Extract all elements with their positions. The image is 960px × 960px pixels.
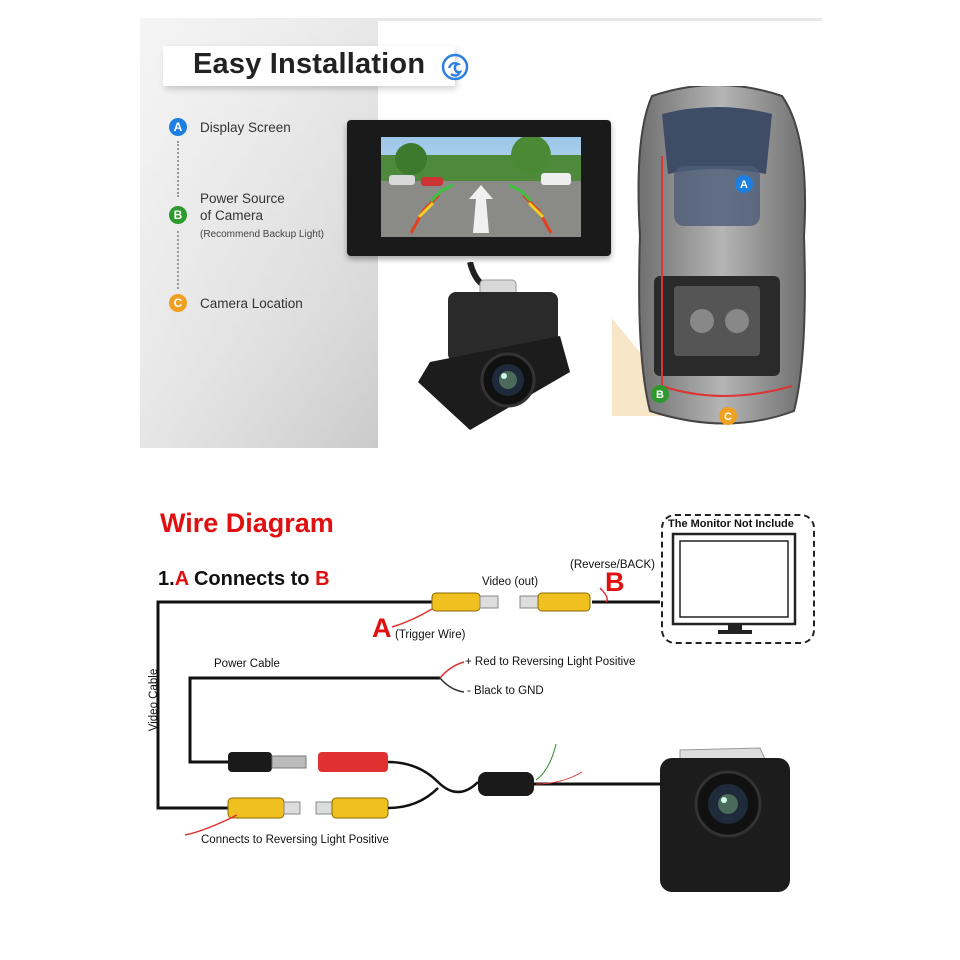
step-b-label-line2: of Camera bbox=[200, 208, 264, 223]
car-marker-a: A bbox=[740, 179, 748, 191]
backup-camera-photo bbox=[418, 262, 570, 430]
car-top-view: A B C bbox=[612, 86, 807, 425]
car-marker-c: C bbox=[724, 411, 732, 423]
monitor-screen-image bbox=[381, 137, 581, 237]
power-cable-label: Power Cable bbox=[214, 658, 280, 670]
connection-a: A bbox=[174, 568, 189, 590]
step-b-note: (Recommend Backup Light) bbox=[200, 229, 324, 240]
black-gnd-label: - Black to GND bbox=[467, 685, 544, 697]
label-a: A bbox=[372, 613, 392, 643]
step-connector-bc bbox=[177, 231, 181, 289]
step-a-label: Display Screen bbox=[200, 120, 291, 135]
step-a-badge: A bbox=[169, 118, 187, 136]
step-b-badge: B bbox=[169, 206, 187, 224]
video-out-label: Video (out) bbox=[482, 576, 539, 588]
label-b: B bbox=[605, 567, 625, 597]
reversing-light-label: Connects to Reversing Light Positive bbox=[201, 834, 389, 846]
wiring-diagram bbox=[156, 532, 797, 892]
step-c-label: Camera Location bbox=[200, 296, 303, 311]
title-card bbox=[163, 46, 455, 86]
section-title: Easy Installation bbox=[193, 48, 426, 80]
connection-heading: 1.A Connects to B bbox=[158, 568, 330, 591]
connection-prefix: 1. bbox=[158, 568, 175, 590]
red-positive-label: + Red to Reversing Light Positive bbox=[465, 656, 636, 668]
install-gear-icon bbox=[441, 53, 469, 81]
step-connector-ab bbox=[177, 141, 181, 197]
wire-diagram-title: Wire Diagram bbox=[160, 508, 334, 538]
top-divider bbox=[378, 18, 822, 21]
monitor-note: The Monitor Not Include bbox=[668, 518, 794, 530]
connection-mid: Connects to bbox=[188, 568, 316, 590]
reverse-back-label: (Reverse/BACK) bbox=[570, 559, 655, 571]
background-fade bbox=[140, 18, 378, 448]
step-b-label-line1: Power Source bbox=[200, 191, 285, 206]
monitor-not-included-box bbox=[661, 514, 815, 644]
step-c-badge: C bbox=[169, 294, 187, 312]
car-marker-b: B bbox=[656, 389, 664, 401]
trigger-wire-label: (Trigger Wire) bbox=[395, 629, 466, 641]
connection-b: B bbox=[315, 568, 330, 590]
video-cable-label: Video Cable bbox=[148, 668, 160, 732]
